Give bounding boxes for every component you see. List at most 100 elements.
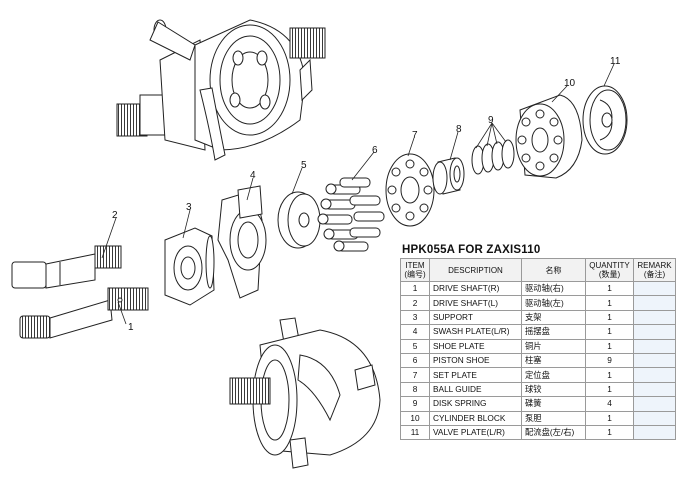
cell-description: SET PLATE (429, 367, 522, 383)
callout-6: 6 (372, 145, 378, 156)
cell-description: PISTON SHOE (429, 352, 522, 369)
cell-remark (633, 352, 676, 369)
cell-name-cn: 支架 (521, 309, 586, 326)
cell-remark (633, 381, 676, 398)
cell-remark (633, 280, 676, 297)
callout-7: 7 (412, 130, 418, 141)
valve-plate-part (582, 85, 628, 155)
header-description: DESCRIPTION (429, 258, 522, 282)
callout-2: 2 (112, 210, 118, 221)
header-quantity-line1: QUANTITY (589, 261, 630, 270)
cell-name-cn: 球铰 (521, 381, 586, 398)
disk-spring-group (471, 139, 515, 175)
set-plate-part (385, 153, 435, 227)
cell-item: 11 (400, 424, 430, 441)
cell-item: 3 (400, 309, 430, 326)
pump-assembly-bottom (229, 317, 381, 469)
drive-shaft-left (11, 245, 122, 289)
cell-description: DRIVE SHAFT(L) (429, 295, 522, 311)
cell-item: 5 (400, 338, 430, 354)
piston-shoe-group (317, 177, 385, 252)
cell-description: DRIVE SHAFT(R) (429, 280, 522, 297)
cell-item: 10 (400, 410, 430, 426)
header-quantity-line2: (数量) (598, 270, 621, 279)
cell-remark (633, 324, 676, 340)
table-title: HPK055A FOR ZAXIS110 (402, 244, 541, 256)
cell-item: 1 (400, 280, 430, 297)
callout-1: 1 (128, 322, 134, 333)
support-part (164, 227, 215, 306)
parts-table: ITEM (编号) DESCRIPTION 名称 QUANTITY (数量) R… (400, 258, 676, 441)
cell-quantity: 1 (585, 295, 634, 311)
cell-quantity: 1 (585, 381, 634, 398)
shoe-plate-part (277, 191, 321, 249)
cell-name-cn: 铜片 (521, 338, 586, 354)
cell-item: 9 (400, 396, 430, 412)
callout-4: 4 (250, 170, 256, 181)
cell-item: 4 (400, 324, 430, 340)
pump-assembly-top (116, 19, 326, 161)
cell-quantity: 1 (585, 410, 634, 426)
cell-remark (633, 424, 676, 441)
cell-remark (633, 309, 676, 326)
cell-quantity: 1 (585, 324, 634, 340)
table-header-row: ITEM (编号) DESCRIPTION 名称 QUANTITY (数量) R… (400, 258, 676, 282)
cell-quantity: 1 (585, 309, 634, 326)
cell-name-cn: 驱动轴(右) (521, 280, 586, 297)
ball-guide-part (432, 157, 465, 195)
cell-remark (633, 295, 676, 311)
cell-remark (633, 396, 676, 412)
cell-name-cn: 定位盘 (521, 367, 586, 383)
cell-remark (633, 410, 676, 426)
cell-quantity: 1 (585, 338, 634, 354)
callout-11: 11 (610, 56, 621, 67)
callout-9: 9 (488, 115, 494, 126)
cell-description: DISK SPRING (429, 396, 522, 412)
header-remark: REMARK (备注) (633, 258, 676, 282)
cell-description: BALL GUIDE (429, 381, 522, 398)
cell-description: SUPPORT (429, 309, 522, 326)
cell-description: SHOE PLATE (429, 338, 522, 354)
cell-quantity: 1 (585, 280, 634, 297)
cell-remark (633, 367, 676, 383)
drive-shaft-right (19, 287, 149, 339)
cell-quantity: 9 (585, 352, 634, 369)
cell-description: VALVE PLATE(L/R) (429, 424, 522, 441)
cell-name-cn: 驱动轴(左) (521, 295, 586, 311)
cell-name-cn: 摇摆盘 (521, 324, 586, 340)
cell-quantity: 1 (585, 367, 634, 383)
cell-quantity: 1 (585, 424, 634, 441)
cell-item: 7 (400, 367, 430, 383)
cell-item: 6 (400, 352, 430, 369)
header-name-cn: 名称 (521, 258, 586, 282)
cell-quantity: 4 (585, 396, 634, 412)
header-item: ITEM (编号) (400, 258, 430, 282)
callout-5: 5 (301, 160, 307, 171)
cell-name-cn: 碟簧 (521, 396, 586, 412)
callout-10: 10 (564, 78, 576, 89)
header-item-line1: ITEM (405, 261, 425, 270)
cell-name-cn: 柱塞 (521, 352, 586, 369)
cell-description: CYLINDER BLOCK (429, 410, 522, 426)
callout-3: 3 (186, 202, 192, 213)
cell-description: SWASH PLATE(L/R) (429, 324, 522, 340)
swash-plate-part (217, 185, 267, 299)
header-remark-line2: (备注) (643, 270, 666, 279)
header-remark-line1: REMARK (637, 261, 672, 270)
header-quantity: QUANTITY (数量) (585, 258, 634, 282)
cylinder-block-part (515, 94, 583, 179)
cell-item: 2 (400, 295, 430, 311)
cell-name-cn: 泵胆 (521, 410, 586, 426)
header-item-line2: (编号) (404, 270, 426, 279)
